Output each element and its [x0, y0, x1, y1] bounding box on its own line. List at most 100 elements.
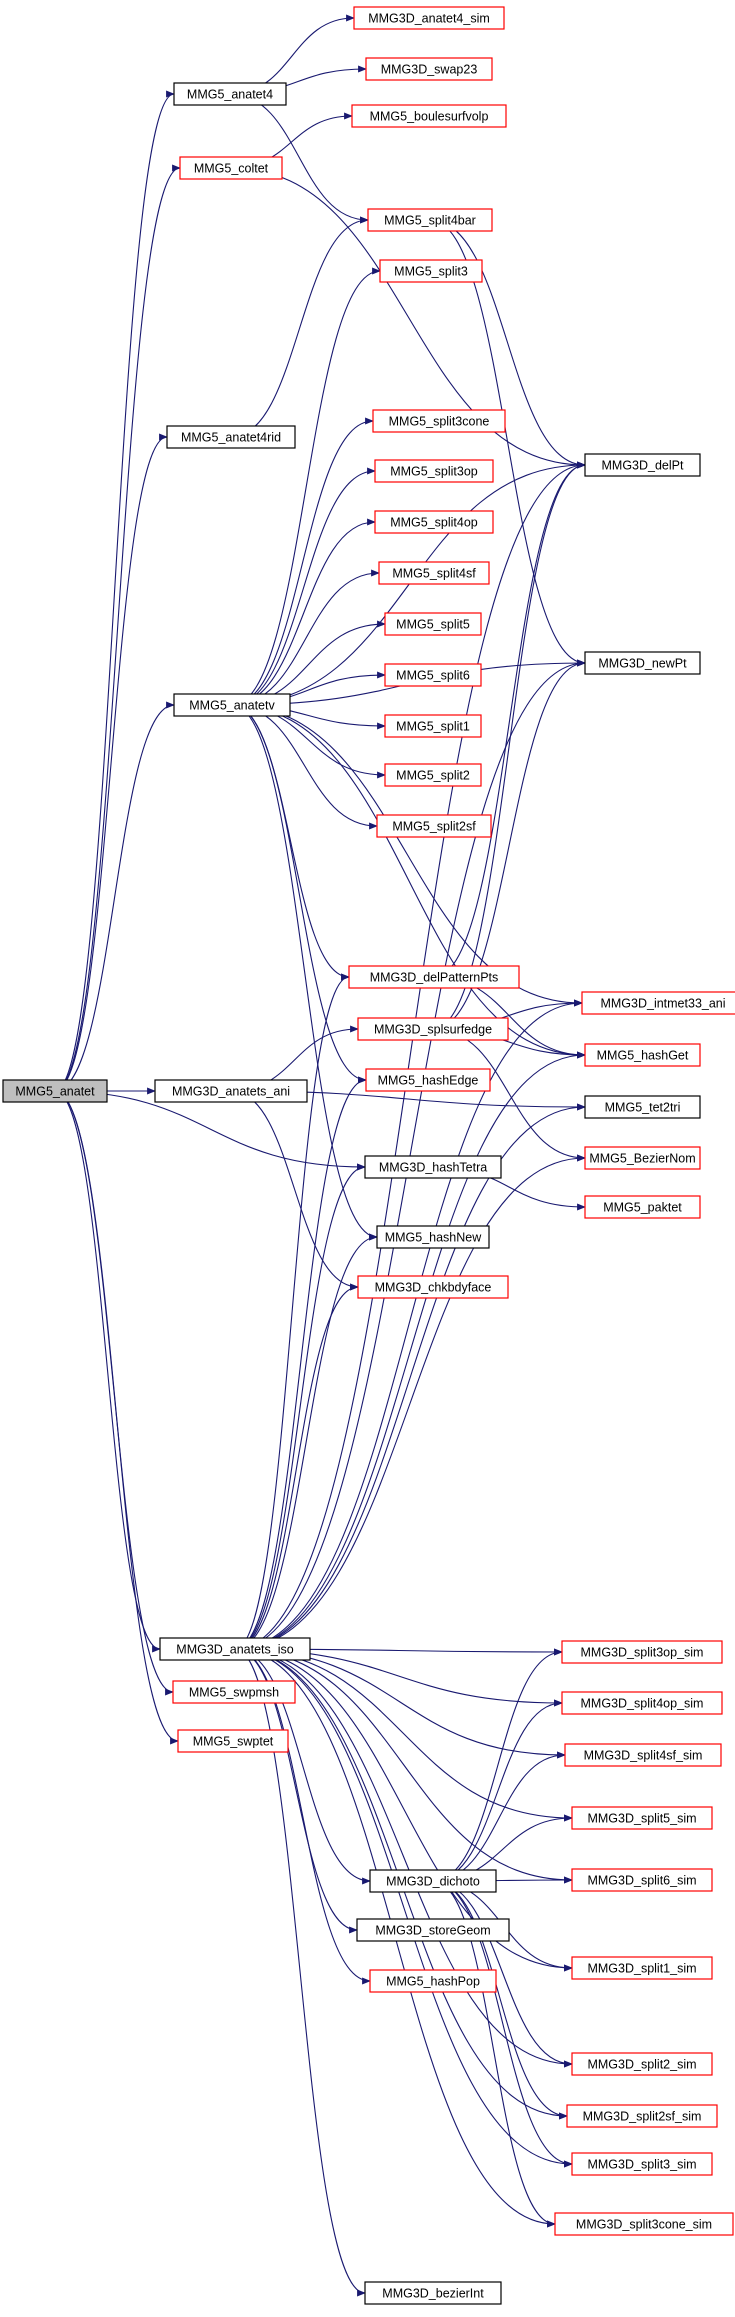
node-swptet[interactable]: MMG5_swptet	[177, 1729, 289, 1753]
node-split3op[interactable]: MMG5_split3op	[374, 459, 494, 483]
node-tet2tri[interactable]: MMG5_tet2tri	[584, 1095, 701, 1119]
edge-delPatternPts-to-delPt	[433, 461, 586, 978]
node-split2sf[interactable]: MMG5_split2sf	[376, 814, 492, 838]
node-splsurfedge[interactable]: MMG3D_splsurfedge	[357, 1017, 509, 1041]
node-split2[interactable]: MMG5_split2	[384, 763, 482, 787]
edge-anatetv-to-hashGet	[231, 704, 586, 1059]
node-intmet33_ani[interactable]: MMG3D_intmet33_ani	[581, 991, 735, 1015]
node-label: MMG5_split4op	[390, 516, 478, 530]
node-split3[interactable]: MMG5_split3	[379, 259, 483, 283]
node-coltet[interactable]: MMG5_coltet	[179, 156, 283, 180]
node-label: MMG3D_chkbdyface	[375, 1281, 492, 1295]
node-split3op_sim[interactable]: MMG3D_split3op_sim	[561, 1640, 723, 1664]
node-label: MMG3D_split2_sim	[587, 2058, 696, 2072]
edge-anatet-to-swptet	[54, 1090, 179, 1745]
node-box	[571, 1806, 713, 1830]
node-anatets_ani[interactable]: MMG3D_anatets_ani	[154, 1079, 308, 1103]
node-split2sf_sim[interactable]: MMG3D_split2sf_sim	[566, 2104, 718, 2128]
node-box	[378, 561, 490, 585]
node-box	[369, 1969, 497, 1993]
node-box	[584, 453, 701, 477]
node-label: MMG5_anatet	[15, 1085, 95, 1099]
node-box	[571, 1868, 713, 1892]
node-split4op[interactable]: MMG5_split4op	[374, 510, 494, 534]
node-label: MMG3D_delPt	[602, 459, 684, 473]
node-BezierNom[interactable]: MMG5_BezierNom	[584, 1146, 701, 1170]
node-split5_sim[interactable]: MMG3D_split5_sim	[571, 1806, 713, 1830]
node-label: MMG5_anatetv	[189, 699, 275, 713]
node-split3cone_sim[interactable]: MMG3D_split3cone_sim	[554, 2212, 734, 2236]
node-box	[376, 1225, 490, 1249]
node-label: MMG5_anatet4rid	[181, 431, 281, 445]
edge-split4bar-to-delPt	[429, 219, 586, 469]
edge-anatet-to-hashTetra	[54, 1090, 366, 1171]
node-box	[166, 425, 296, 449]
node-box	[584, 1043, 701, 1067]
edge-anatets_iso-to-hashGet	[234, 1051, 586, 1650]
node-swap23[interactable]: MMG3D_swap23	[365, 57, 493, 81]
node-box	[357, 1017, 509, 1041]
edge-anatetv-to-split3cone	[231, 417, 374, 706]
edge-anatets_iso-to-chkbdyface	[234, 1283, 359, 1650]
node-hashTetra[interactable]: MMG3D_hashTetra	[364, 1155, 502, 1179]
edge-anatet-to-anatet4rid	[54, 433, 168, 1092]
node-split1[interactable]: MMG5_split1	[384, 714, 482, 738]
node-split6_sim[interactable]: MMG3D_split6_sim	[571, 1868, 713, 1892]
node-box	[374, 459, 494, 483]
node-anatet4[interactable]: MMG5_anatet4	[173, 82, 287, 106]
node-split2_sim[interactable]: MMG3D_split2_sim	[571, 2052, 713, 2076]
node-label: MMG5_hashEdge	[378, 1074, 479, 1088]
node-anatet[interactable]: MMG5_anatet	[2, 1079, 108, 1103]
node-box	[177, 1729, 289, 1753]
node-box	[348, 965, 520, 989]
node-paktet[interactable]: MMG5_paktet	[584, 1195, 701, 1219]
node-newPt[interactable]: MMG3D_newPt	[584, 651, 701, 675]
edge-anatetv-to-split4sf	[231, 569, 380, 706]
edge-anatetv-to-delPt	[231, 461, 586, 706]
node-hashPop[interactable]: MMG5_hashPop	[369, 1969, 497, 1993]
node-split3cone[interactable]: MMG5_split3cone	[372, 409, 506, 433]
node-bezierInt[interactable]: MMG3D_bezierInt	[364, 2281, 502, 2305]
edge-anatetv-to-hashEdge	[231, 704, 367, 1084]
node-delPatternPts[interactable]: MMG3D_delPatternPts	[348, 965, 520, 989]
node-anatet4rid[interactable]: MMG5_anatet4rid	[166, 425, 296, 449]
node-label: MMG3D_storeGeom	[375, 1924, 490, 1938]
edge-anatets_iso-to-hashNew	[234, 1233, 378, 1650]
node-box	[566, 2104, 718, 2128]
node-split1_sim[interactable]: MMG3D_split1_sim	[571, 1956, 713, 1980]
node-split5[interactable]: MMG5_split5	[384, 612, 482, 636]
edge-splsurfedge-to-delPt	[432, 461, 586, 1030]
edge-anatetv-to-delPatternPts	[231, 704, 350, 981]
node-split4sf_sim[interactable]: MMG3D_split4sf_sim	[564, 1743, 722, 1767]
node-hashEdge[interactable]: MMG5_hashEdge	[365, 1068, 491, 1092]
node-split6[interactable]: MMG5_split6	[384, 663, 482, 687]
node-split4op_sim[interactable]: MMG3D_split4op_sim	[561, 1691, 723, 1715]
node-boulesurfvolp[interactable]: MMG5_boulesurfvolp	[351, 104, 507, 128]
node-swpmsh[interactable]: MMG5_swpmsh	[172, 1680, 296, 1704]
node-split3_sim[interactable]: MMG3D_split3_sim	[571, 2152, 713, 2176]
node-label: MMG3D_splsurfedge	[374, 1023, 492, 1037]
edge-anatets_iso-to-split1_sim	[234, 1648, 573, 1972]
node-box	[564, 1743, 722, 1767]
node-box	[384, 714, 482, 738]
node-split4sf[interactable]: MMG5_split4sf	[378, 561, 490, 585]
node-box	[154, 1079, 308, 1103]
node-hashNew[interactable]: MMG5_hashNew	[376, 1225, 490, 1249]
node-chkbdyface[interactable]: MMG3D_chkbdyface	[357, 1275, 509, 1299]
node-split4bar[interactable]: MMG5_split4bar	[367, 208, 493, 232]
node-label: MMG3D_dichoto	[386, 1875, 480, 1889]
node-delPt[interactable]: MMG3D_delPt	[584, 453, 701, 477]
node-box	[372, 409, 506, 433]
node-hashGet[interactable]: MMG5_hashGet	[584, 1043, 701, 1067]
node-box	[159, 1637, 311, 1661]
node-anatetv[interactable]: MMG5_anatetv	[173, 693, 291, 717]
node-dichoto[interactable]: MMG3D_dichoto	[369, 1869, 497, 1893]
edge-delPatternPts-to-hashGet	[433, 976, 586, 1059]
node-anatet4_sim[interactable]: MMG3D_anatet4_sim	[353, 6, 505, 30]
node-anatets_iso[interactable]: MMG3D_anatets_iso	[159, 1637, 311, 1661]
node-box	[172, 1680, 296, 1704]
node-storeGeom[interactable]: MMG3D_storeGeom	[356, 1918, 510, 1942]
node-label: MMG5_hashGet	[597, 1049, 689, 1063]
edge-anatets_iso-to-split3_sim	[234, 1648, 573, 2168]
edge-dichoto-to-split3op_sim	[432, 1648, 563, 1882]
